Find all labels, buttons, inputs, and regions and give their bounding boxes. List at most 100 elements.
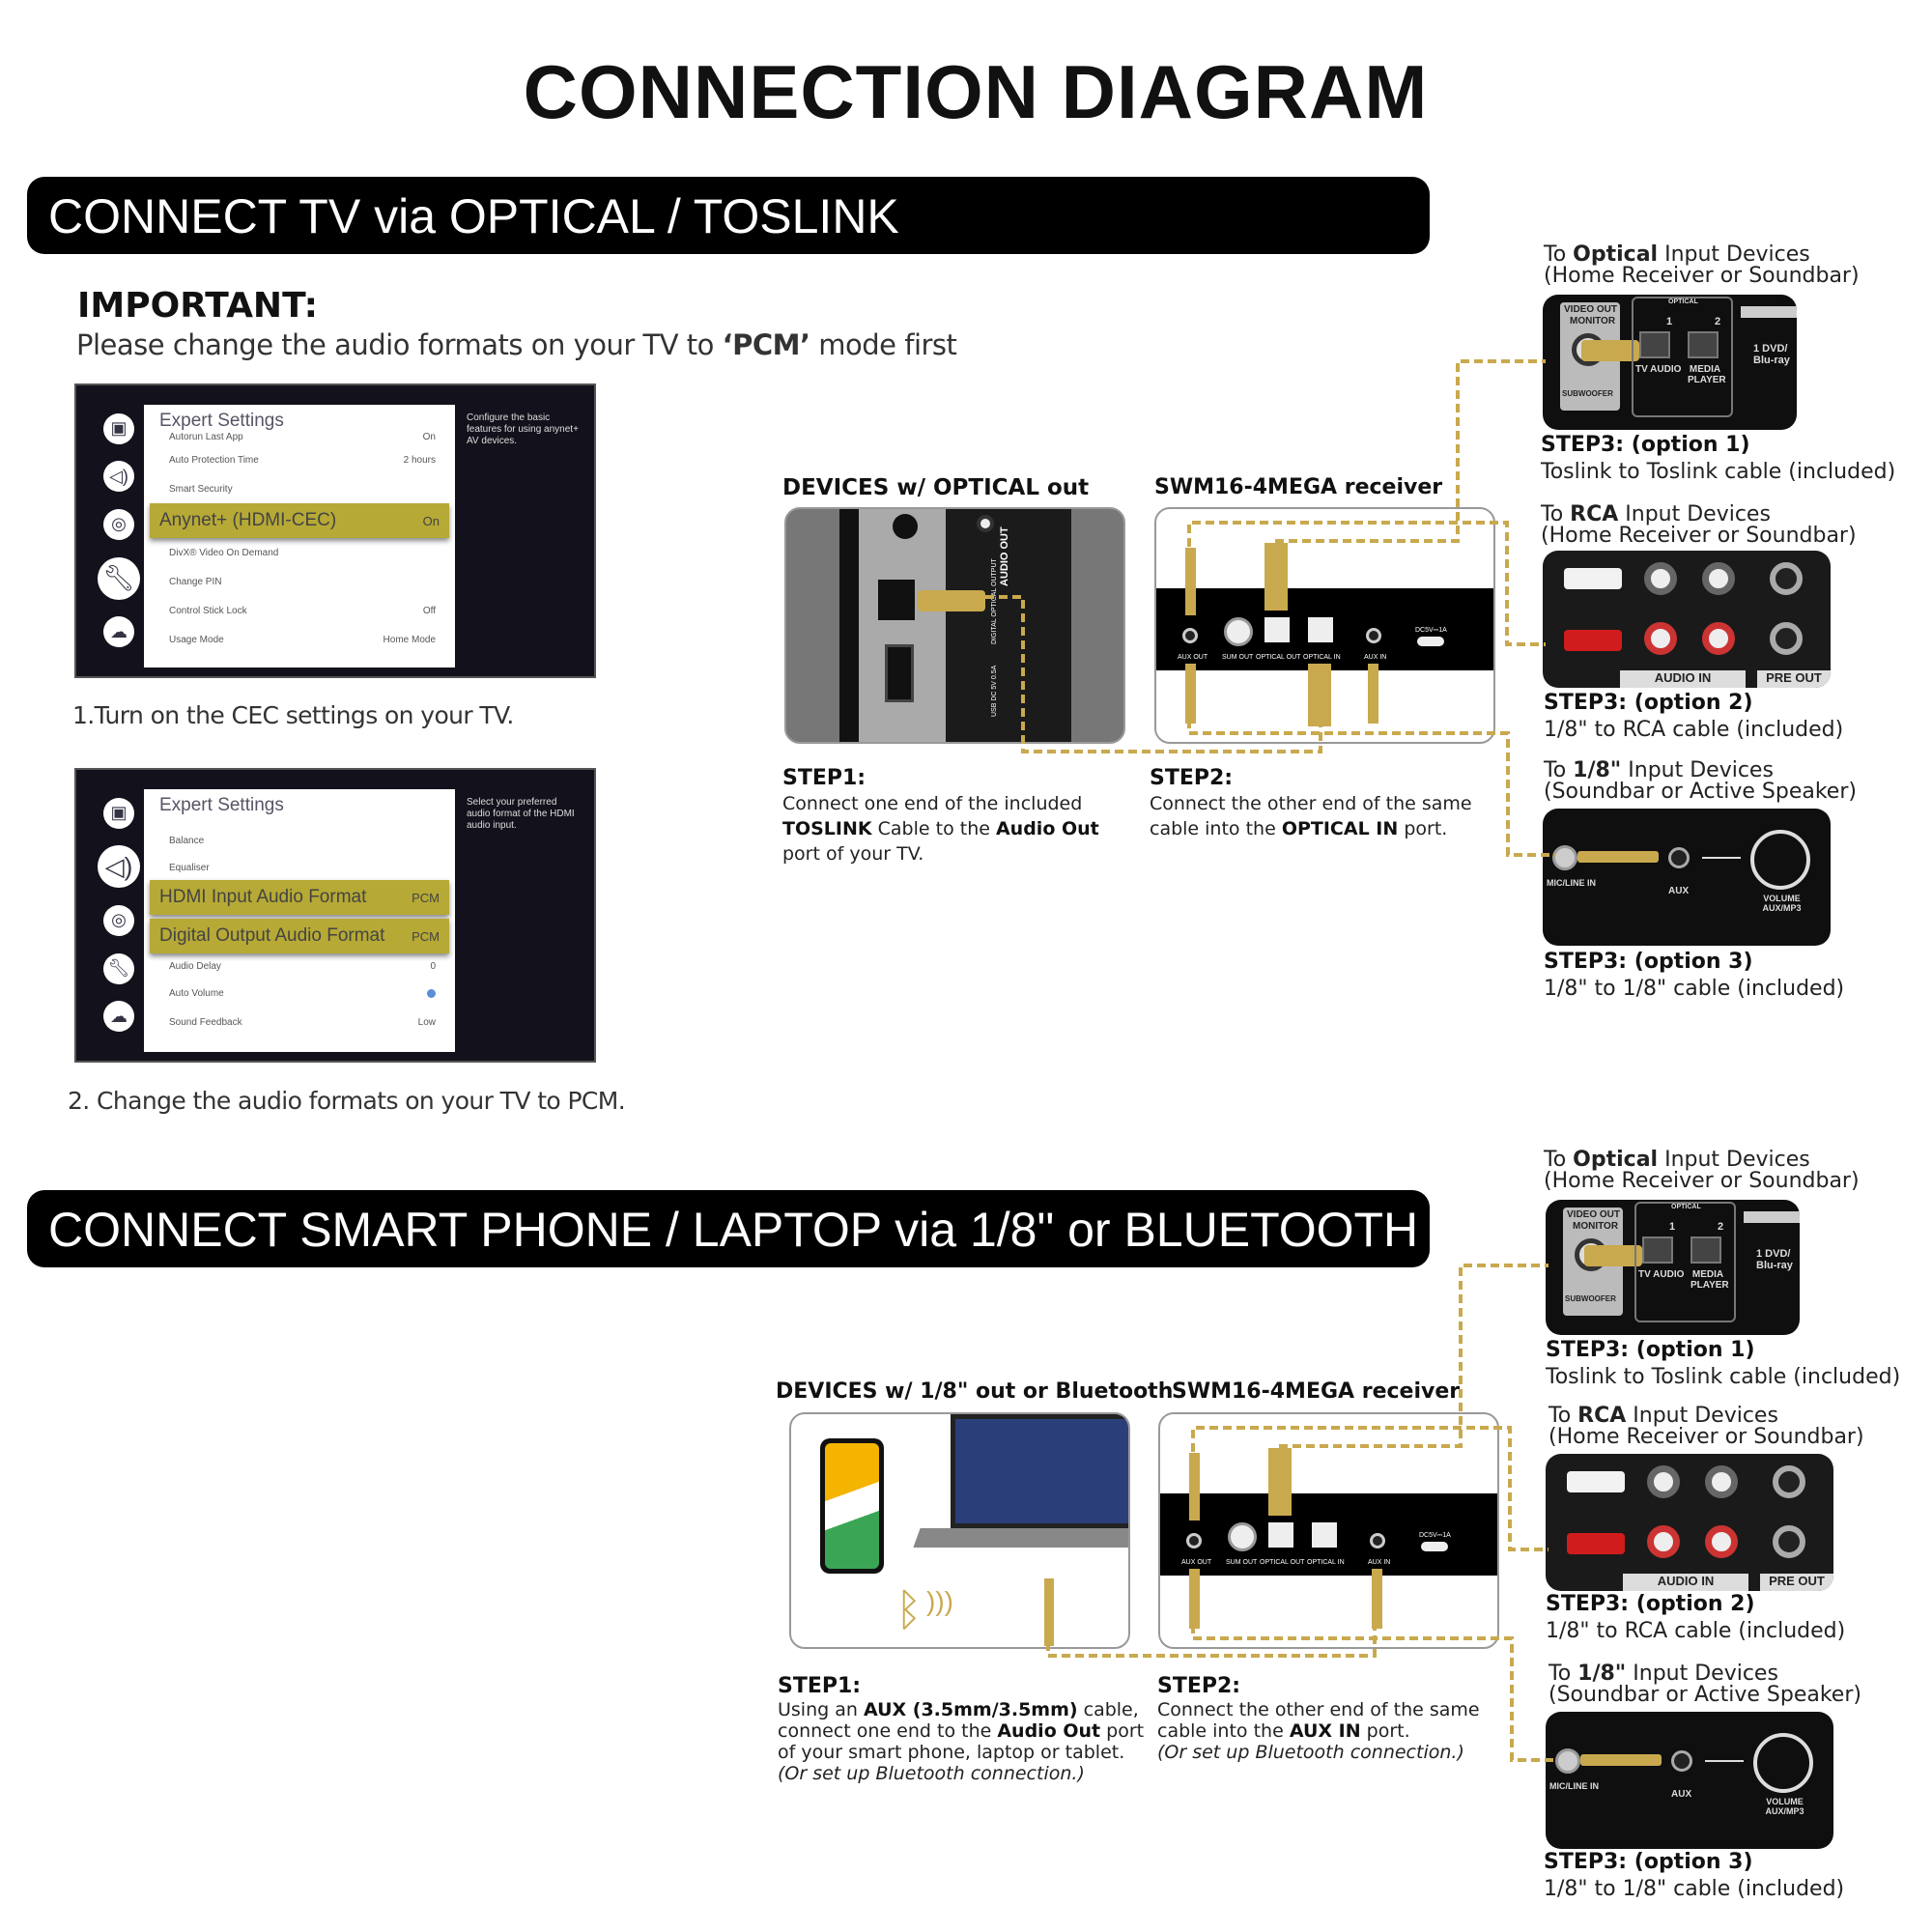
rca-plug-red [1567, 1533, 1625, 1554]
picture-icon: ▣ [103, 797, 134, 829]
aux-plug [1580, 1754, 1662, 1766]
device-label: MEDIA PLAYER [1690, 1269, 1729, 1291]
aux-plug [1044, 1578, 1054, 1646]
toslink-plug [1308, 664, 1331, 726]
receiver-image: AUX OUT SUM OUT OPTICAL OUT OPTICAL IN A… [1158, 1412, 1499, 1649]
toslink-plug [1268, 1448, 1292, 1516]
wrench-icon: 🔧︎ [98, 556, 140, 600]
step2-text: STEP2: Connect the other end of the same… [1157, 1674, 1480, 1763]
toslink-plug [1264, 543, 1288, 611]
device-label: 2 [1718, 1221, 1724, 1233]
laptop-screen [951, 1414, 1128, 1528]
output-options-section1: To Optical Input Devices(Home Receiver o… [1541, 244, 1927, 1017]
settings-row: Auto Volume [154, 979, 445, 1008]
port-label: OPTICAL OUT [1256, 654, 1301, 661]
aux-plug [1372, 1569, 1382, 1629]
device-label: MEDIA PLAYER [1688, 364, 1726, 385]
settings-row: Equaliser [169, 862, 210, 873]
aux-plug [1577, 851, 1659, 863]
port-label: SUM OUT [1222, 654, 1254, 661]
sum-out-port [1228, 1522, 1257, 1551]
device-label: AUDIO IN [1620, 670, 1746, 688]
settings-row: Change PIN [169, 576, 222, 587]
tv-menu-icons: ▣ ◁) ◎ 🔧︎ ☁ [92, 789, 146, 1040]
devices-optical-label: DEVICES w/ OPTICAL out [782, 475, 1090, 500]
caption-pcm: 2. Change the audio formats on your TV t… [68, 1087, 626, 1115]
output-options-section2: To Optical Input Devices(Home Receiver o… [1544, 1150, 1930, 1922]
device-label: VOLUME AUX/MP3 [1762, 894, 1802, 913]
device-label: 2 [1715, 316, 1721, 327]
receiver-image: AUX OUT SUM OUT OPTICAL OUT OPTICAL IN A… [1154, 507, 1495, 744]
device-label: AUX [1668, 886, 1690, 896]
settings-panel: Expert Settings Balance Equaliser HDMI I… [144, 789, 455, 1052]
aux-out-port [1186, 1533, 1202, 1548]
port-label: OPTICAL OUT [1260, 1559, 1305, 1566]
step1-text: STEP1: Using an AUX (3.5mm/3.5mm) cable,… [778, 1674, 1145, 1784]
device-label: MONITOR [1570, 316, 1616, 327]
picture-icon: ▣ [103, 412, 134, 444]
port-label: DC5V⎓1A [1419, 1532, 1451, 1539]
port-label: DC5V⎓1A [1415, 627, 1447, 634]
settings-row: Smart Security [169, 483, 233, 495]
tv-settings-screen-cec: ▣ ◁) ◎ 🔧︎ ☁ Expert Settings Autorun Last… [74, 384, 596, 678]
device-label: 1 [1669, 1221, 1676, 1233]
aux-out-port [1182, 628, 1198, 643]
toggle-dot [427, 988, 436, 998]
important-text-pre: Please change the audio formats on your … [76, 328, 723, 361]
device-label: MONITOR [1573, 1221, 1619, 1232]
device-label: MIC/LINE IN [1549, 1781, 1599, 1791]
smartphone [820, 1438, 884, 1574]
page-title: CONNECTION DIAGRAM [523, 49, 1429, 134]
settings-title: Expert Settings [159, 411, 284, 431]
aux-in-port [1366, 628, 1381, 643]
rca-receiver-image: AUDIO IN PRE OUT [1543, 551, 1831, 688]
option2-step: STEP3: (option 2)1/8" to RCA cable (incl… [1546, 1592, 1846, 1643]
rca-plug-red [1564, 630, 1622, 651]
option3-heading: To 1/8" Input Devices(Soundbar or Active… [1544, 758, 1857, 804]
device-label: SUBWOOFER [1565, 1294, 1616, 1303]
broadcast-icon: ◎ [103, 508, 134, 540]
toslink-plug [1581, 340, 1639, 361]
section2-banner: CONNECT SMART PHONE / LAPTOP via 1/8" or… [27, 1190, 1430, 1267]
rca-receiver-image: AUDIO IN PRE OUT [1546, 1454, 1833, 1591]
important-text: Please change the audio formats on your … [76, 328, 957, 361]
dc-port [1417, 637, 1444, 646]
audio-out-port [977, 515, 994, 532]
volume-knob-icon [1753, 1733, 1813, 1793]
toslink-plug [918, 590, 985, 611]
tv-ports-image: AUDIO OUT DIGITAL OPTICAL OUTPUT USB DC … [784, 507, 1125, 744]
speaker-panel-image: MIC/LINE IN AUX VOLUME AUX/MP3 [1543, 809, 1831, 946]
receiver-label: SWM16-4MEGA receiver [1154, 475, 1443, 499]
option1-heading: To Optical Input Devices(Home Receiver o… [1544, 242, 1860, 288]
important-heading: IMPORTANT: [77, 286, 319, 326]
optical-in-port [1312, 1522, 1337, 1548]
option3-heading: To 1/8" Input Devices(Soundbar or Active… [1548, 1662, 1861, 1707]
aux-plug [1185, 548, 1196, 615]
device-label: AUX [1671, 1789, 1692, 1800]
broadcast-icon: ◎ [103, 904, 134, 936]
port-label: OPTICAL IN [1303, 654, 1341, 661]
port-label: AUX OUT [1178, 654, 1208, 661]
optical-receiver-image: VIDEO OUT MONITOR SUBWOOFER OPTICAL 1 2 … [1546, 1200, 1800, 1335]
optical-in-port [1308, 617, 1333, 642]
device-label: PRE OUT [1757, 670, 1831, 688]
device-label: VOLUME AUX/MP3 [1765, 1797, 1804, 1816]
option2-heading: To RCA Input Devices(Home Receiver or So… [1548, 1404, 1864, 1449]
devices-aux-label: DEVICES w/ 1/8" out or Bluetooth [776, 1379, 1174, 1404]
device-label: OPTICAL [1671, 1204, 1701, 1210]
device-label: AUDIO IN [1623, 1574, 1748, 1591]
settings-row: Balance [169, 835, 205, 846]
support-icon: ☁ [103, 1001, 134, 1033]
device-label: 1 [1666, 316, 1673, 327]
device-label: TV AUDIO [1638, 1269, 1685, 1280]
laptop-base [913, 1528, 1128, 1548]
device-label: MIC/LINE IN [1547, 878, 1596, 888]
device-label: SUBWOOFER [1562, 389, 1613, 398]
option3-step: STEP3: (option 3)1/8" to 1/8" cable (inc… [1544, 1850, 1845, 1901]
settings-row-highlighted: Anynet+ (HDMI-CEC)On [150, 503, 449, 538]
